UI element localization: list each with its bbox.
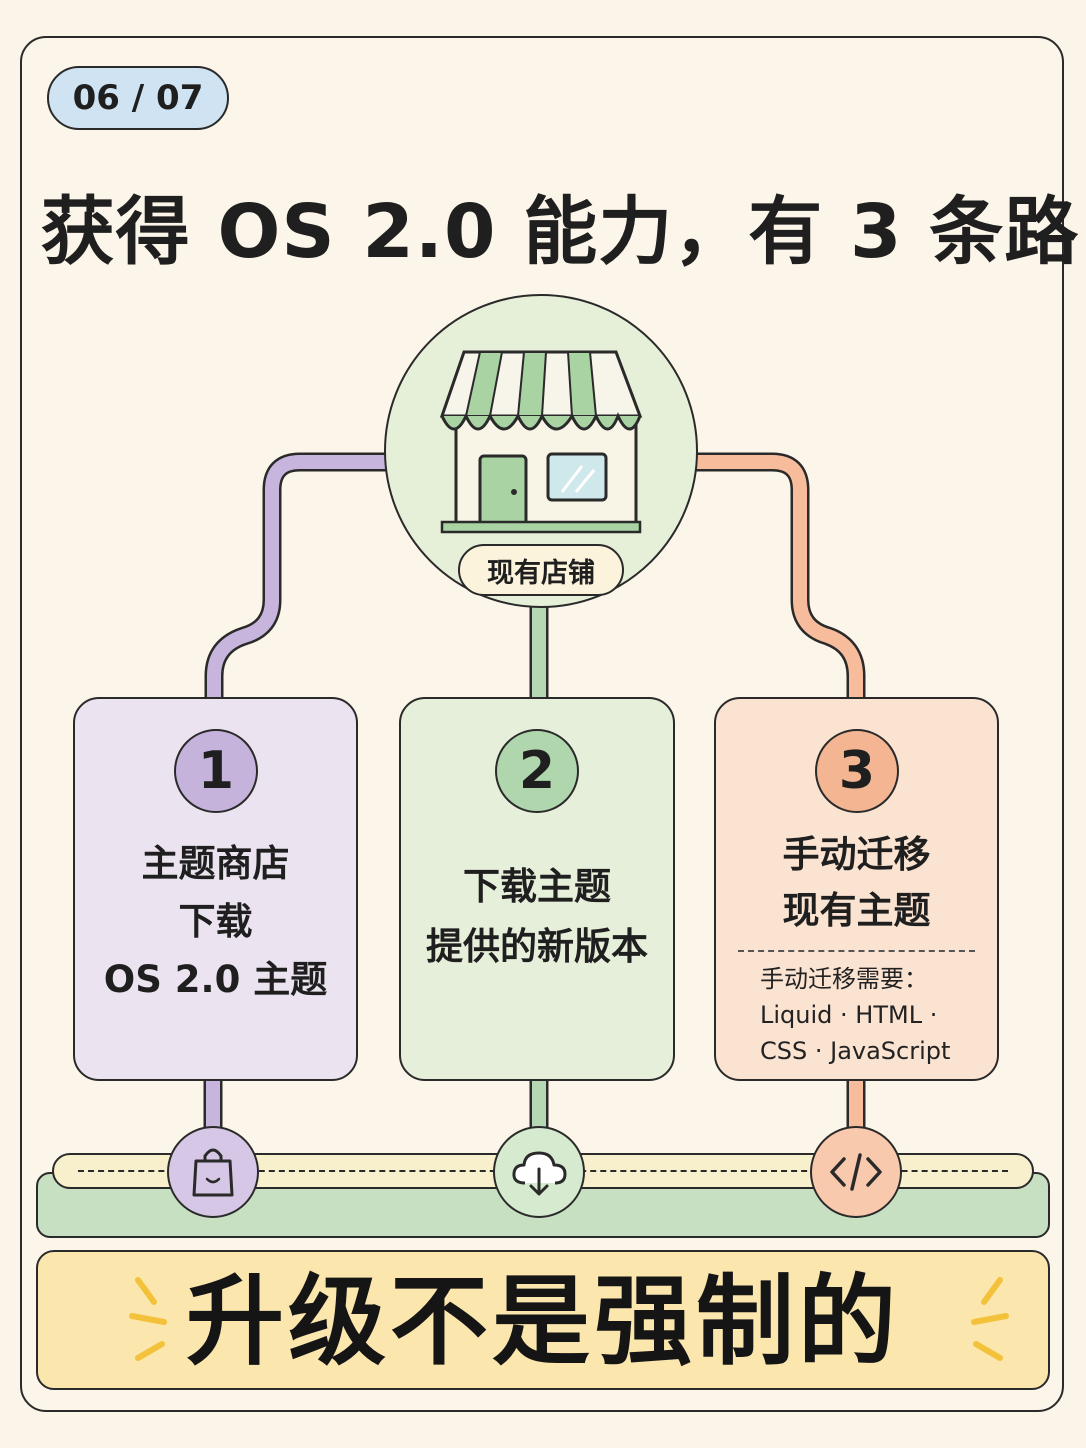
cloud-download-icon	[512, 1151, 567, 1196]
code-icon	[830, 1153, 882, 1191]
sparkle-rays-right	[971, 1277, 1009, 1361]
path-line: 手动迁移	[782, 833, 931, 876]
path-description: 下载主题 提供的新版本	[401, 857, 673, 977]
connector-path-3	[686, 452, 866, 710]
road-node-2	[493, 1126, 585, 1218]
path-line: OS 2.0 主题	[103, 958, 328, 1001]
road-node-1	[167, 1126, 259, 1218]
path-line: 下载主题	[463, 865, 611, 908]
store-label-text: 现有店铺	[487, 557, 595, 589]
page-title: 获得 OS 2.0 能力，有 3 条路	[40, 189, 1080, 275]
requirements-item: Liquid · HTML ·	[760, 1001, 938, 1029]
requirements-item: CSS · JavaScript	[760, 1037, 951, 1065]
path-card-1: 1 主题商店 下载 OS 2.0 主题	[73, 697, 358, 1081]
store-label: 现有店铺	[458, 544, 624, 596]
path-number-badge: 3	[815, 729, 899, 813]
shopping-bag-icon	[192, 1148, 234, 1197]
path-line: 提供的新版本	[426, 925, 648, 968]
path-line: 现有主题	[782, 889, 931, 932]
banner-text: 升级不是强制的	[185, 1265, 900, 1379]
path-number-badge: 2	[495, 729, 579, 813]
dashed-divider	[738, 950, 975, 952]
requirements-heading: 手动迁移需要：	[760, 965, 928, 993]
path-card-2: 2 下载主题 提供的新版本	[399, 697, 675, 1081]
store-icon	[439, 350, 643, 534]
path-line: 下载	[178, 900, 253, 943]
path-description: 主题商店 下载 OS 2.0 主题	[75, 835, 356, 1009]
conclusion-banner: 升级不是强制的	[36, 1250, 1050, 1390]
connector-path-1	[204, 452, 396, 710]
road-node-3	[810, 1126, 902, 1218]
path-line: 主题商店	[141, 842, 290, 885]
path-card-3: 3 手动迁移 现有主题 手动迁移需要： Liquid · HTML · CSS …	[714, 697, 999, 1081]
drop-lines	[203, 1080, 866, 1130]
path-number-badge: 1	[174, 729, 258, 813]
page-indicator-text: 06 / 07	[72, 78, 204, 118]
sparkle-rays-left	[129, 1277, 167, 1361]
page-indicator: 06 / 07	[47, 66, 229, 130]
requirements-list: 手动迁移需要： Liquid · HTML · CSS · JavaScript	[760, 961, 950, 1069]
path-description: 手动迁移 现有主题	[716, 827, 997, 939]
